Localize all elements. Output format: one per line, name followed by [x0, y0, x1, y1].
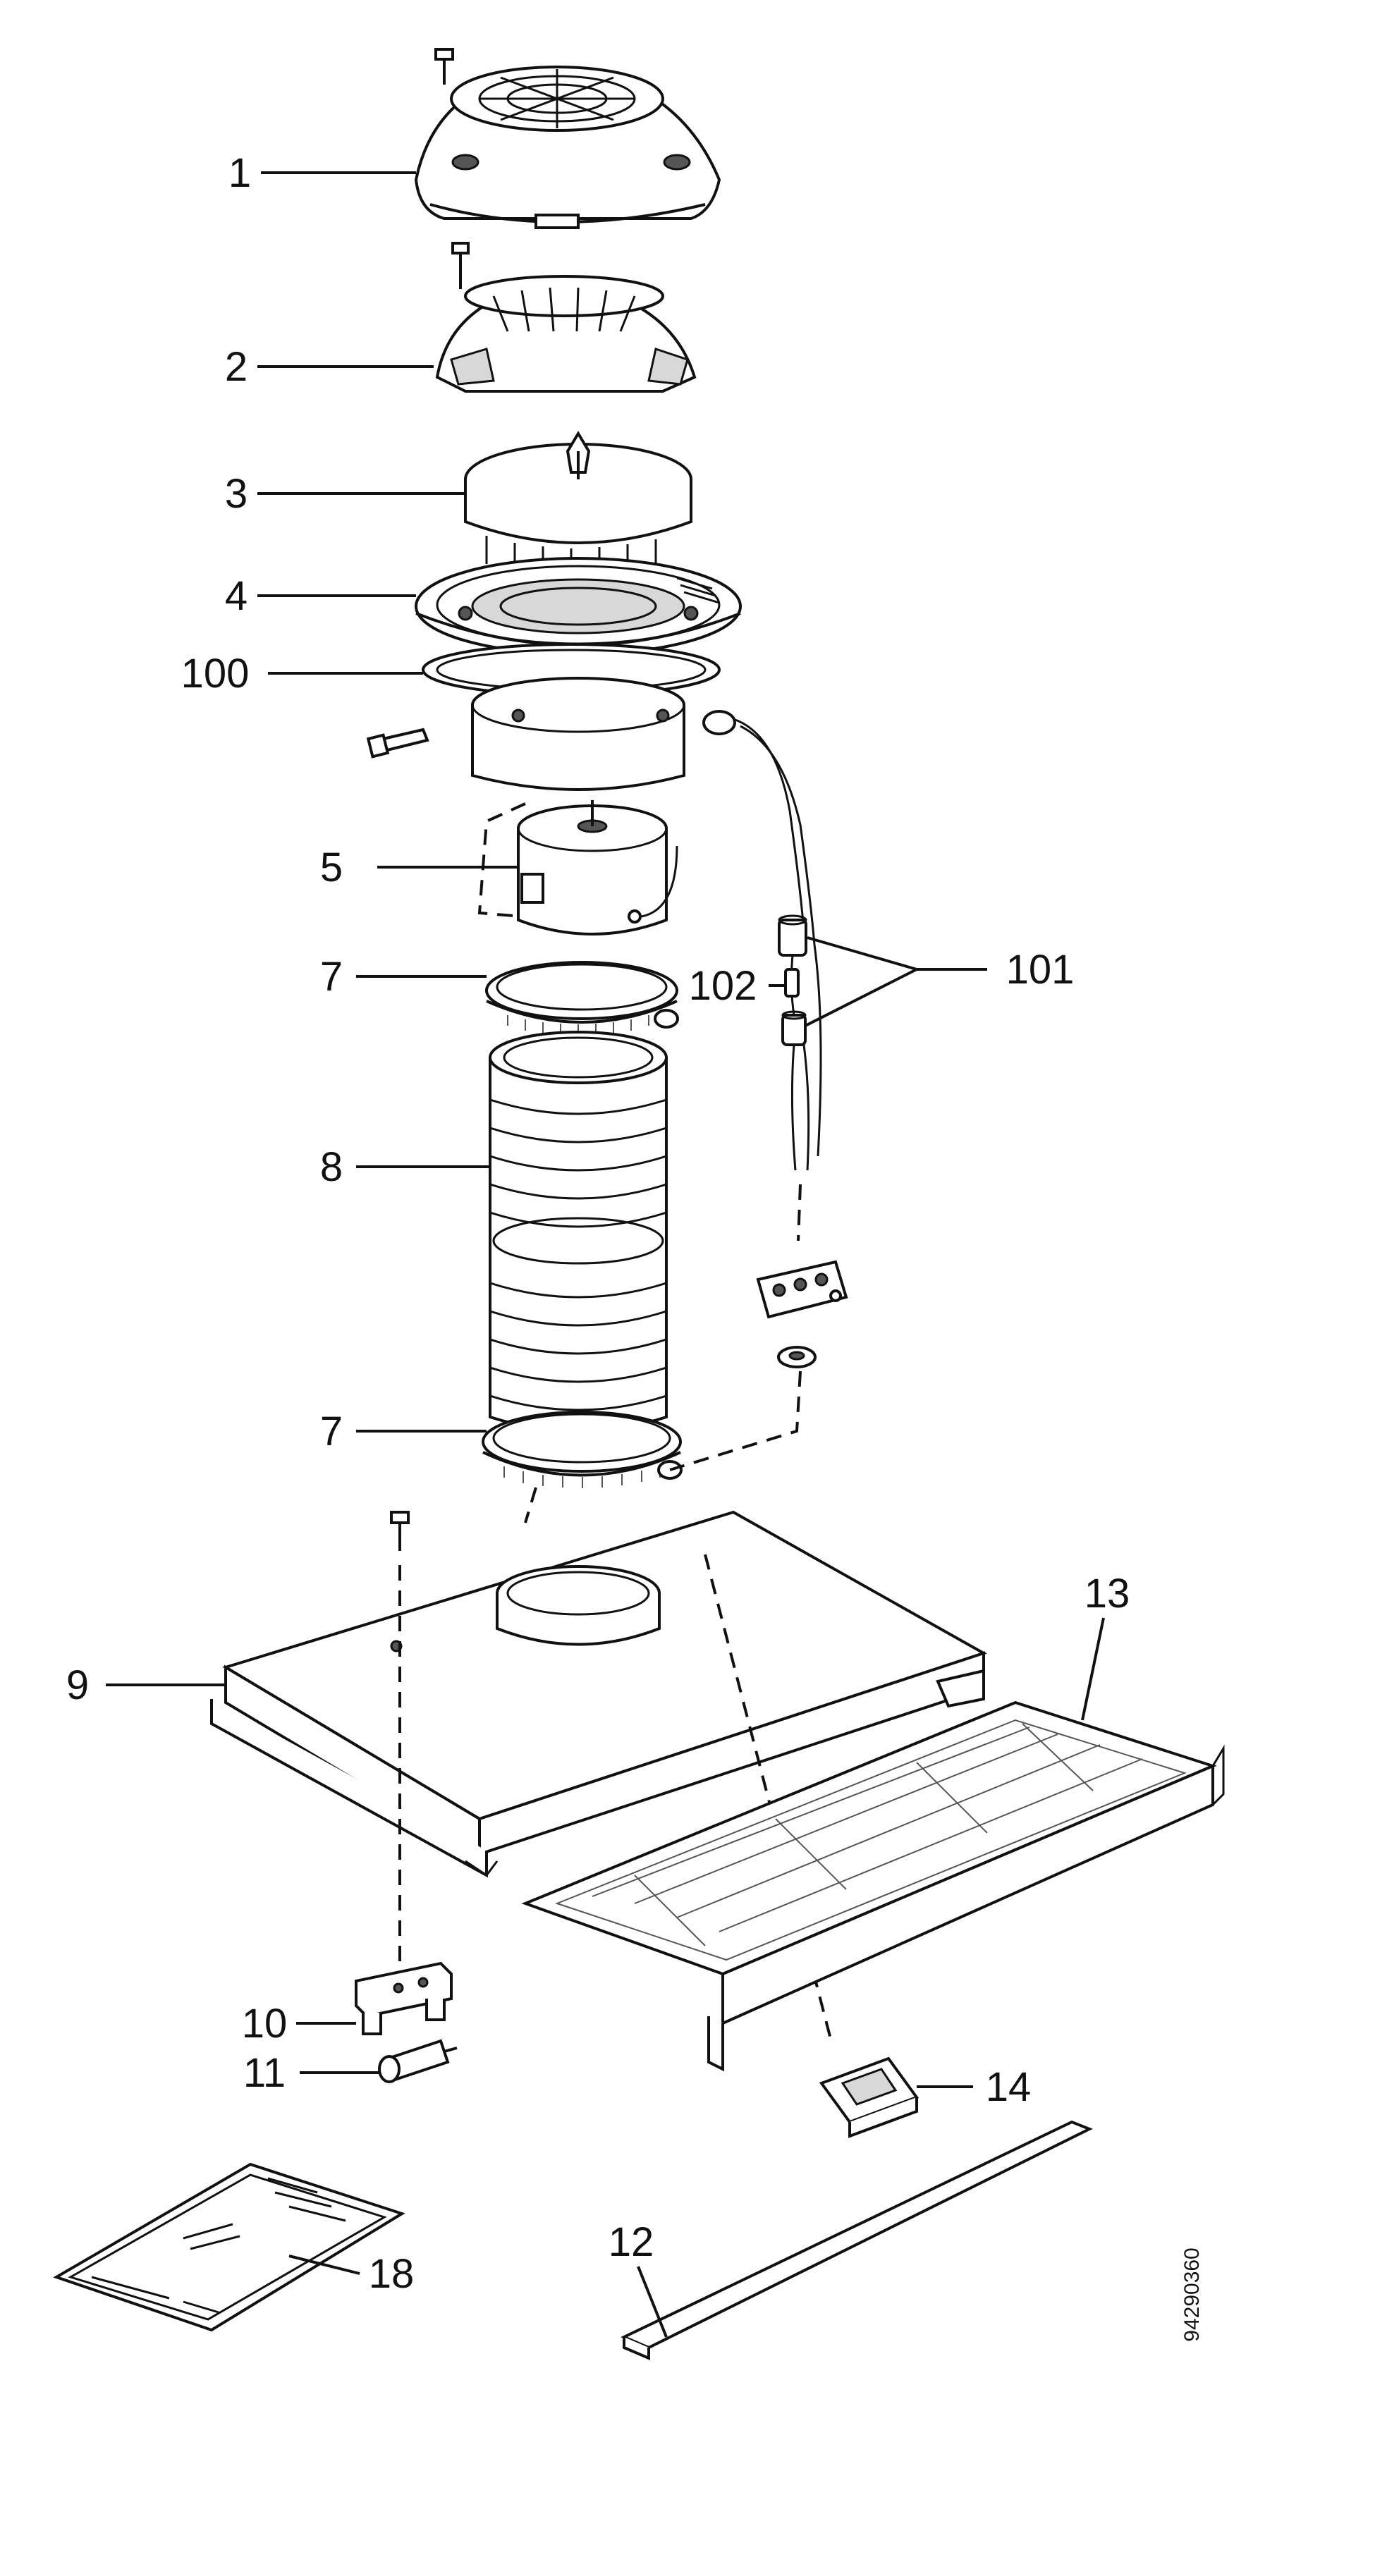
label-part-10: 10 [242, 2001, 288, 2047]
label-part-11: 11 [243, 2050, 286, 2096]
part-18-manual [53, 2162, 405, 2332]
label-part-4: 4 [225, 573, 248, 619]
part-13-grease-filter [521, 1700, 1225, 2072]
label-part-100: 100 [181, 651, 250, 697]
part-4-mounting-ring [415, 557, 742, 656]
label-part-7-lower: 7 [320, 1409, 343, 1454]
motor-housing [366, 677, 816, 945]
terminal-block [756, 1260, 848, 1368]
part-10-lamp-holder [355, 1511, 453, 2035]
part-7-hose-clamp-lower [482, 1411, 683, 1488]
part-9-hood-canopy [210, 1510, 987, 2045]
label-part-9: 9 [66, 1662, 89, 1708]
part-102-connector-pin [784, 968, 800, 998]
part-8-flexible-duct [489, 1031, 668, 1433]
part-3-impeller-disc [464, 431, 692, 579]
label-part-14: 14 [986, 2064, 1032, 2110]
label-part-2: 2 [225, 344, 248, 390]
part-14-switch [819, 2056, 919, 2138]
label-part-5: 5 [320, 845, 343, 890]
part-5-motor [517, 800, 678, 936]
part-7-hose-clamp-upper [485, 961, 679, 1036]
drawing-code: 94290360 [1180, 2247, 1204, 2341]
leader-lines [106, 171, 1105, 2338]
part-101-cable-connectors [778, 914, 822, 1171]
dashed-line-switch [704, 1554, 833, 2045]
label-part-1: 1 [228, 150, 251, 196]
part-2-inner-shroud [435, 242, 697, 393]
label-part-12: 12 [609, 2219, 654, 2265]
part-12-trim-strip [621, 2120, 1093, 2361]
label-part-3: 3 [225, 471, 248, 517]
label-part-8: 8 [320, 1144, 343, 1190]
part-1-top-cap [414, 48, 721, 229]
label-part-102: 102 [689, 963, 757, 1009]
label-part-13: 13 [1084, 1571, 1130, 1617]
dashed-line-cable-to-clamp [669, 1370, 802, 1471]
label-part-101: 101 [1006, 947, 1075, 993]
part-11-lamp [378, 2039, 458, 2083]
dashed-line-cable [797, 1184, 802, 1241]
label-part-7-upper: 7 [320, 954, 343, 1000]
dashed-line-duct [524, 1487, 537, 1523]
label-part-18: 18 [369, 2251, 415, 2297]
